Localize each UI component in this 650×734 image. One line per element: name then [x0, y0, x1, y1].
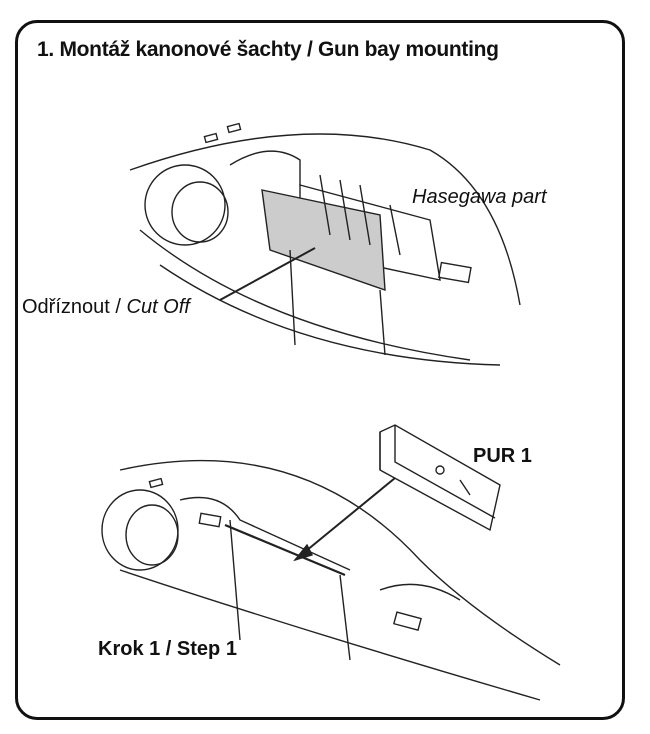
cut-off-label-cz: Odříznout /: [22, 296, 121, 318]
cut-off-label-en: Cut Off: [126, 296, 190, 318]
fuselage-lower-drawing: [101, 459, 561, 701]
hasegawa-part-label: Hasegawa part: [412, 186, 547, 208]
fuselage-upper-drawing: [129, 122, 521, 366]
pur1-part-drawing: [379, 424, 501, 532]
cut-off-leader-line: [219, 247, 316, 301]
part-label: PUR 1: [473, 445, 532, 467]
arrow-head-icon: [293, 543, 314, 562]
instruction-frame: [15, 20, 625, 720]
step-title: 1. Montáž kanonové šachty / Gun bay moun…: [37, 38, 499, 61]
part-placement-arrow: [294, 477, 396, 561]
cut-off-label: Odříznout / Cut Off: [22, 296, 190, 319]
step-label: Krok 1 / Step 1: [98, 638, 237, 660]
